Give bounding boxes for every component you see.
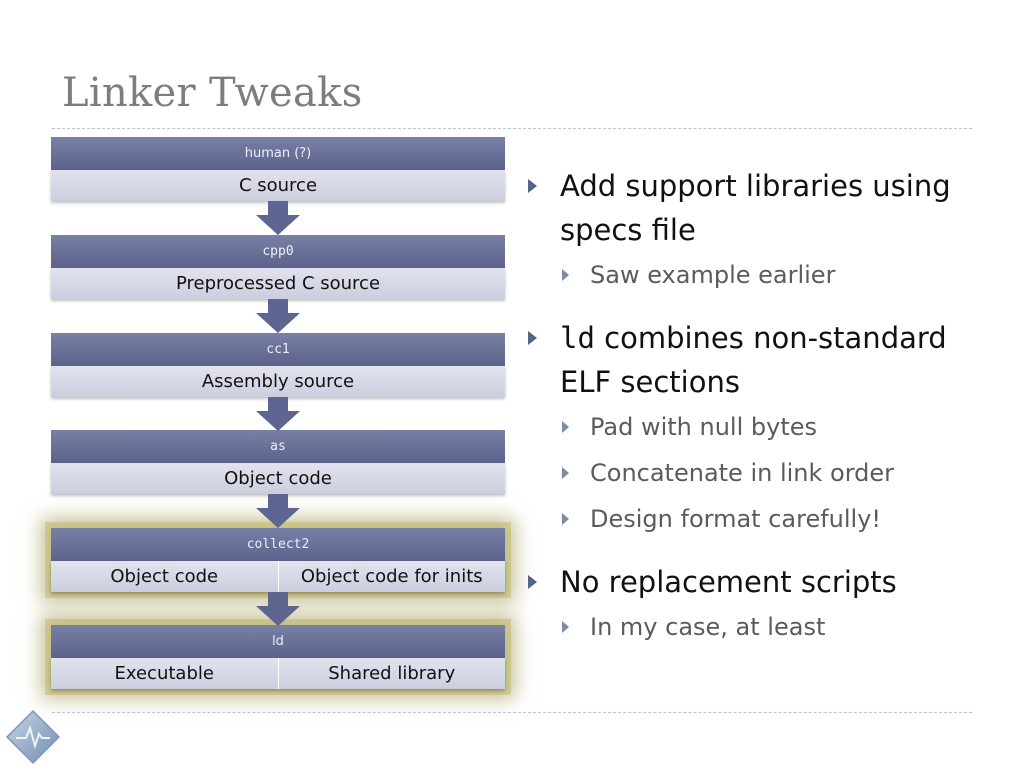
stage-as: as Object code: [51, 430, 505, 494]
sub-bullet-text: Concatenate in link order: [590, 459, 895, 487]
sub-bullet-item: Concatenate in link order: [528, 450, 998, 496]
triangle-right-icon: [562, 421, 569, 433]
slide-title: Linker Tweaks: [62, 70, 363, 116]
bullet-item: No replacement scripts: [528, 560, 998, 604]
bullet-list: Add support libraries using specs file S…: [528, 164, 998, 650]
stage-outputs: Object code Object code for inits: [51, 561, 505, 592]
title-divider: [52, 128, 972, 129]
triangle-right-icon: [562, 513, 569, 525]
sub-bullet-text: In my case, at least: [590, 613, 826, 641]
stage-tool-label: ld: [51, 625, 505, 658]
sub-bullet-item: Saw example earlier: [528, 252, 998, 298]
stage-output-label: Shared library: [277, 658, 506, 689]
triangle-right-icon: [562, 621, 569, 633]
stage-cc1: cc1 Assembly source: [51, 333, 505, 397]
bullet-text: combines non-standard ELF sections: [560, 321, 947, 399]
flow-arrow-icon: [256, 397, 300, 431]
footer-divider: [52, 712, 972, 713]
diamond-waveform-logo-icon: [5, 709, 61, 765]
stage-tool-label: cpp0: [51, 235, 505, 268]
triangle-right-icon: [562, 269, 569, 281]
flow-arrow-icon: [256, 592, 300, 626]
toolchain-flow-diagram: human (?) C source cpp0 Preprocessed C s…: [51, 0, 505, 700]
stage-output-label: Object code: [110, 566, 219, 587]
stage-outputs: Assembly source: [51, 366, 505, 397]
stage-output-label: Preprocessed C source: [175, 273, 381, 294]
stage-ld: ld Executable Shared library: [51, 625, 505, 689]
stage-tool-label: human (?): [51, 137, 505, 170]
sub-bullet-item: In my case, at least: [528, 604, 998, 650]
stage-outputs: Preprocessed C source: [51, 268, 505, 299]
sub-bullet-text: Pad with null bytes: [590, 413, 818, 441]
stage-tool-label: as: [51, 430, 505, 463]
triangle-right-icon: [562, 467, 569, 479]
triangle-right-icon: [528, 575, 537, 589]
triangle-right-icon: [528, 179, 537, 193]
stage-output-label: Object code: [224, 468, 332, 489]
sub-bullet-text: Design format carefully!: [590, 505, 882, 533]
flow-arrow-icon: [256, 201, 300, 235]
stage-outputs: Object code: [51, 463, 505, 494]
stage-human: human (?) C source: [51, 137, 505, 201]
stage-output-label: Executable: [114, 663, 214, 684]
triangle-right-icon: [528, 331, 537, 345]
flow-arrow-icon: [256, 299, 300, 333]
stage-tool-label: cc1: [51, 333, 505, 366]
stage-output-label: C source: [238, 175, 318, 196]
stage-outputs: C source: [51, 170, 505, 201]
bullet-text: No replacement scripts: [560, 565, 897, 599]
bullet-text: Add support libraries using specs file: [560, 169, 951, 247]
stage-collect2: collect2 Object code Object code for ini…: [51, 528, 505, 592]
sub-bullet-item: Design format carefully!: [528, 496, 998, 542]
stage-outputs: Executable Shared library: [51, 658, 505, 689]
stage-cpp0: cpp0 Preprocessed C source: [51, 235, 505, 299]
bullet-code: ld: [560, 321, 595, 355]
stage-output-label: Object code for inits: [277, 561, 506, 592]
sub-bullet-item: Pad with null bytes: [528, 404, 998, 450]
flow-arrow-icon: [256, 494, 300, 528]
bullet-item: ld combines non-standard ELF sections: [528, 316, 998, 404]
bullet-item: Add support libraries using specs file: [528, 164, 998, 252]
sub-bullet-text: Saw example earlier: [590, 261, 836, 289]
stage-tool-label: collect2: [51, 528, 505, 561]
stage-output-label: Assembly source: [201, 371, 355, 392]
